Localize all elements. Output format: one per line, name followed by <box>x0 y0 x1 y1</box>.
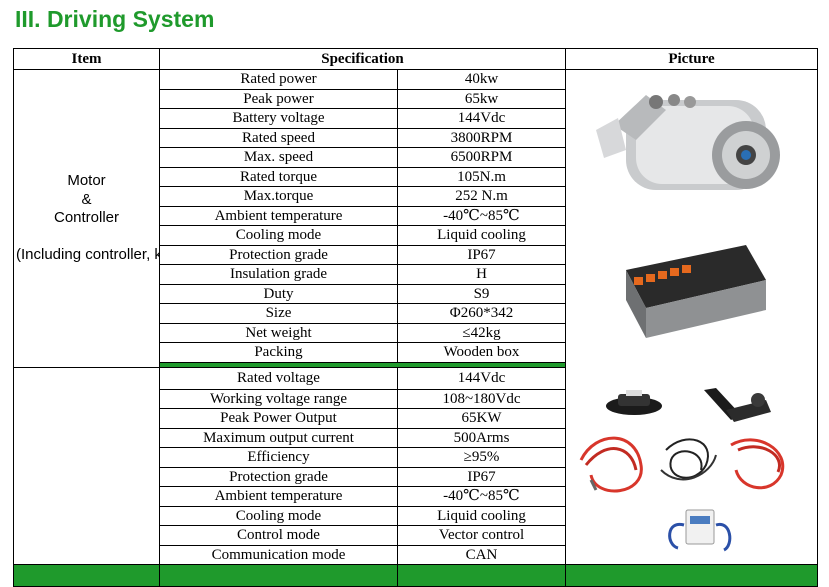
item-cell-continued <box>13 367 160 565</box>
spec-value: S9 <box>397 283 566 304</box>
item-line-controller: Controller <box>53 209 120 227</box>
stall-switch-image <box>606 390 662 415</box>
spec-value: Φ260*342 <box>397 303 566 324</box>
footer-bar <box>159 564 398 587</box>
spec-name: Rated voltage <box>159 366 398 390</box>
spec-name: Size <box>159 303 398 324</box>
spec-value: Wooden box <box>397 342 566 363</box>
header-picture: Picture <box>565 48 818 70</box>
spec-name: Rated speed <box>159 127 398 148</box>
picture-cell <box>565 69 818 565</box>
spec-value: 65kw <box>397 88 566 109</box>
spec-value: -40℃~85℃ <box>397 486 566 507</box>
spec-value: 65KW <box>397 408 566 429</box>
spec-value: 105N.m <box>397 166 566 187</box>
spec-name: Duty <box>159 283 398 304</box>
spec-value: IP67 <box>397 466 566 487</box>
spec-value: Vector control <box>397 525 566 546</box>
header-item: Item <box>13 48 160 70</box>
motor-image <box>596 94 780 190</box>
spec-name: Packing <box>159 342 398 363</box>
spec-name: Battery voltage <box>159 108 398 129</box>
item-line-ampersand: & <box>81 190 92 208</box>
spec-value: 500Arms <box>397 427 566 448</box>
footer-bar <box>397 564 566 587</box>
spec-name: Protection grade <box>159 244 398 265</box>
spec-value: ≥95% <box>397 447 566 468</box>
spec-name: Peak power <box>159 88 398 109</box>
item-cell: Motor & Controller (Including controller… <box>13 69 160 368</box>
spec-name: Net weight <box>159 322 398 343</box>
section-title: III. Driving System <box>15 6 215 32</box>
spec-value: H <box>397 264 566 285</box>
driving-system-table: Item Specification Picture Motor & Contr… <box>13 48 818 587</box>
spec-name: Working voltage range <box>159 388 398 409</box>
wire-harness-image <box>579 436 785 493</box>
spec-value: 144Vdc <box>397 108 566 129</box>
spec-name: Protection grade <box>159 466 398 487</box>
spec-name: Peak Power Output <box>159 408 398 429</box>
spec-name: Max. speed <box>159 147 398 168</box>
spec-name: Communication mode <box>159 544 398 565</box>
footer-bar <box>565 564 818 587</box>
spec-value: 108~180Vdc <box>397 388 566 409</box>
spec-value: -40℃~85℃ <box>397 205 566 226</box>
spec-name: Max.torque <box>159 186 398 207</box>
spec-value: Liquid cooling <box>397 225 566 246</box>
item-note: (Including controller, key switch, stall… <box>16 245 159 263</box>
spec-name: Rated power <box>159 69 398 90</box>
spec-name: Insulation grade <box>159 264 398 285</box>
controller-image <box>626 245 766 338</box>
spec-name: Control mode <box>159 525 398 546</box>
spec-name: Efficiency <box>159 447 398 468</box>
accelerator-pedal-image <box>704 388 771 422</box>
spec-name: Cooling mode <box>159 225 398 246</box>
spec-value: 144Vdc <box>397 366 566 390</box>
spec-value: 252 N.m <box>397 186 566 207</box>
spec-name: Maximum output current <box>159 427 398 448</box>
footer-bar <box>13 564 160 587</box>
spec-name: Cooling mode <box>159 505 398 526</box>
item-line-motor: Motor <box>67 172 106 190</box>
spec-value: Liquid cooling <box>397 505 566 526</box>
can-cable-image <box>668 509 732 552</box>
spec-value: 6500RPM <box>397 147 566 168</box>
spec-value: 40kw <box>397 69 566 90</box>
spec-value: IP67 <box>397 244 566 265</box>
spec-value: CAN <box>397 544 566 565</box>
spec-value: ≤42kg <box>397 322 566 343</box>
spec-name: Ambient temperature <box>159 205 398 226</box>
header-specification: Specification <box>159 48 566 70</box>
spec-name: Ambient temperature <box>159 486 398 507</box>
spec-value: 3800RPM <box>397 127 566 148</box>
spec-name: Rated torque <box>159 166 398 187</box>
